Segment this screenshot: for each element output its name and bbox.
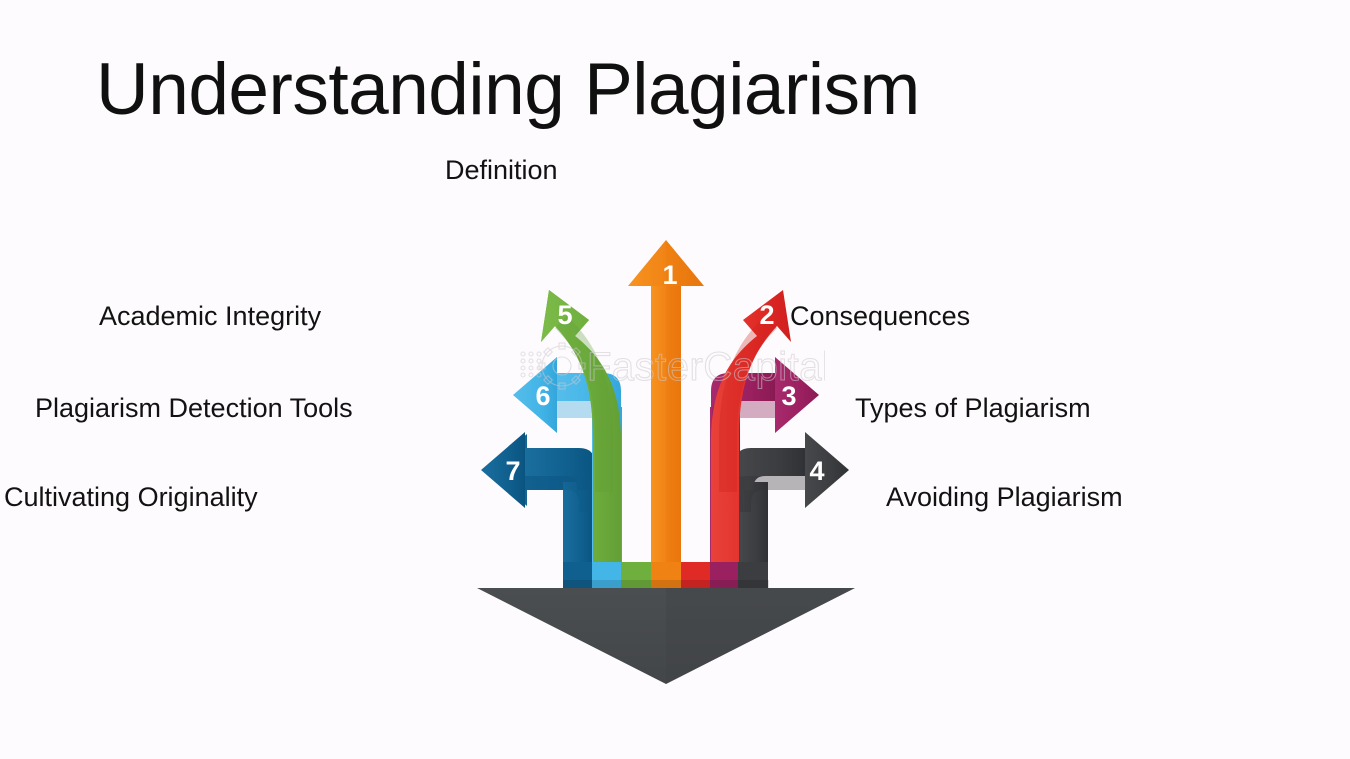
branch-label-avoiding-plagiarism: Avoiding Plagiarism [886, 482, 1123, 512]
branch-number-7: 7 [505, 456, 520, 486]
branch-label-academic-integrity: Academic Integrity [99, 301, 322, 331]
branch-number-4: 4 [809, 456, 824, 486]
branch-arrow-5: 5 [541, 290, 621, 588]
branch-number-2: 2 [759, 300, 774, 330]
branching-arrow-diagram: 7 4 6 [455, 232, 895, 692]
branch-number-6: 6 [535, 381, 550, 411]
branch-label-consequences: Consequences [790, 301, 971, 331]
branch-number-5: 5 [557, 300, 572, 330]
page-title: Understanding Plagiarism [96, 48, 920, 130]
funnel-column-stack [563, 562, 769, 588]
branch-label-definition: Definition [445, 155, 558, 185]
branch-arrow-4: 4 [735, 432, 849, 586]
branch-label-cultivating-originality: Cultivating Originality [4, 482, 258, 512]
funnel-arrow-base [477, 588, 855, 684]
branch-arrow-1: 1 [628, 240, 704, 588]
branch-label-types-of-plagiarism: Types of Plagiarism [855, 393, 1091, 423]
branch-label-detection-tools: Plagiarism Detection Tools [35, 393, 353, 423]
branch-number-3: 3 [781, 381, 796, 411]
branch-number-1: 1 [662, 260, 677, 290]
branch-arrow-2: 2 [711, 290, 791, 588]
